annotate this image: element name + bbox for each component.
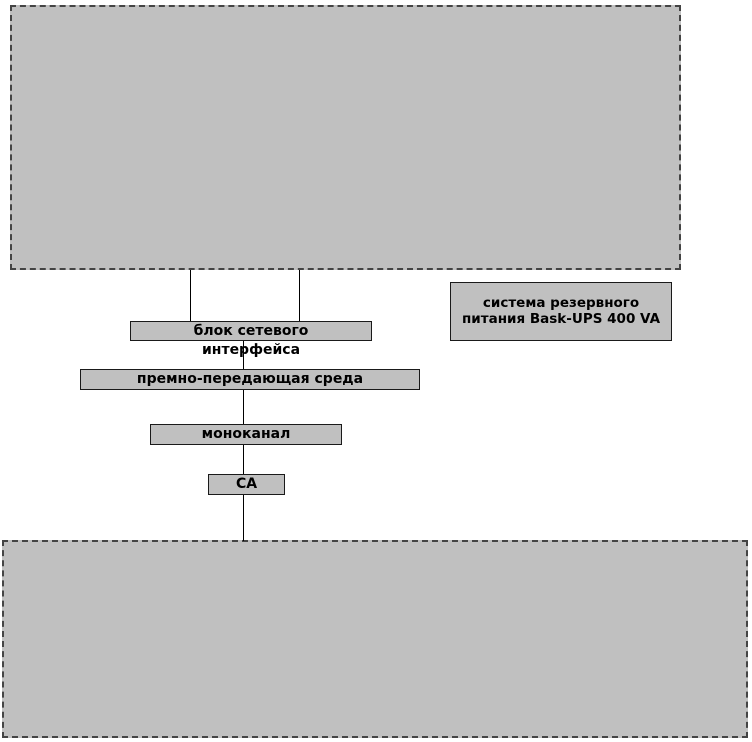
node-network-interface-unit[interactable]: блок сетевого [130, 321, 372, 341]
upper-zone-region [10, 5, 681, 270]
node-monochannel[interactable]: моноканал [150, 424, 342, 445]
node-transmission-medium[interactable]: премно-передающая среда [80, 369, 420, 390]
node-backup-power-system-label: система резервного питания Bask-UPS 400 … [461, 294, 661, 327]
node-backup-power-system[interactable]: система резервного питания Bask-UPS 400 … [450, 282, 672, 341]
node-transmission-medium-label: премно-передающая среда [136, 371, 364, 388]
node-network-interface-unit-label: блок сетевого [193, 322, 309, 339]
node-sa[interactable]: CA [208, 474, 285, 495]
node-monochannel-label: моноканал [201, 426, 291, 443]
lower-zone-region [2, 540, 748, 738]
connector-zone-to-nib-left [190, 270, 191, 322]
node-sa-label: CA [235, 476, 258, 493]
node-network-interface-unit-label-line2: интерфейса [201, 342, 301, 358]
connector-zone-to-nib-right [299, 270, 300, 322]
